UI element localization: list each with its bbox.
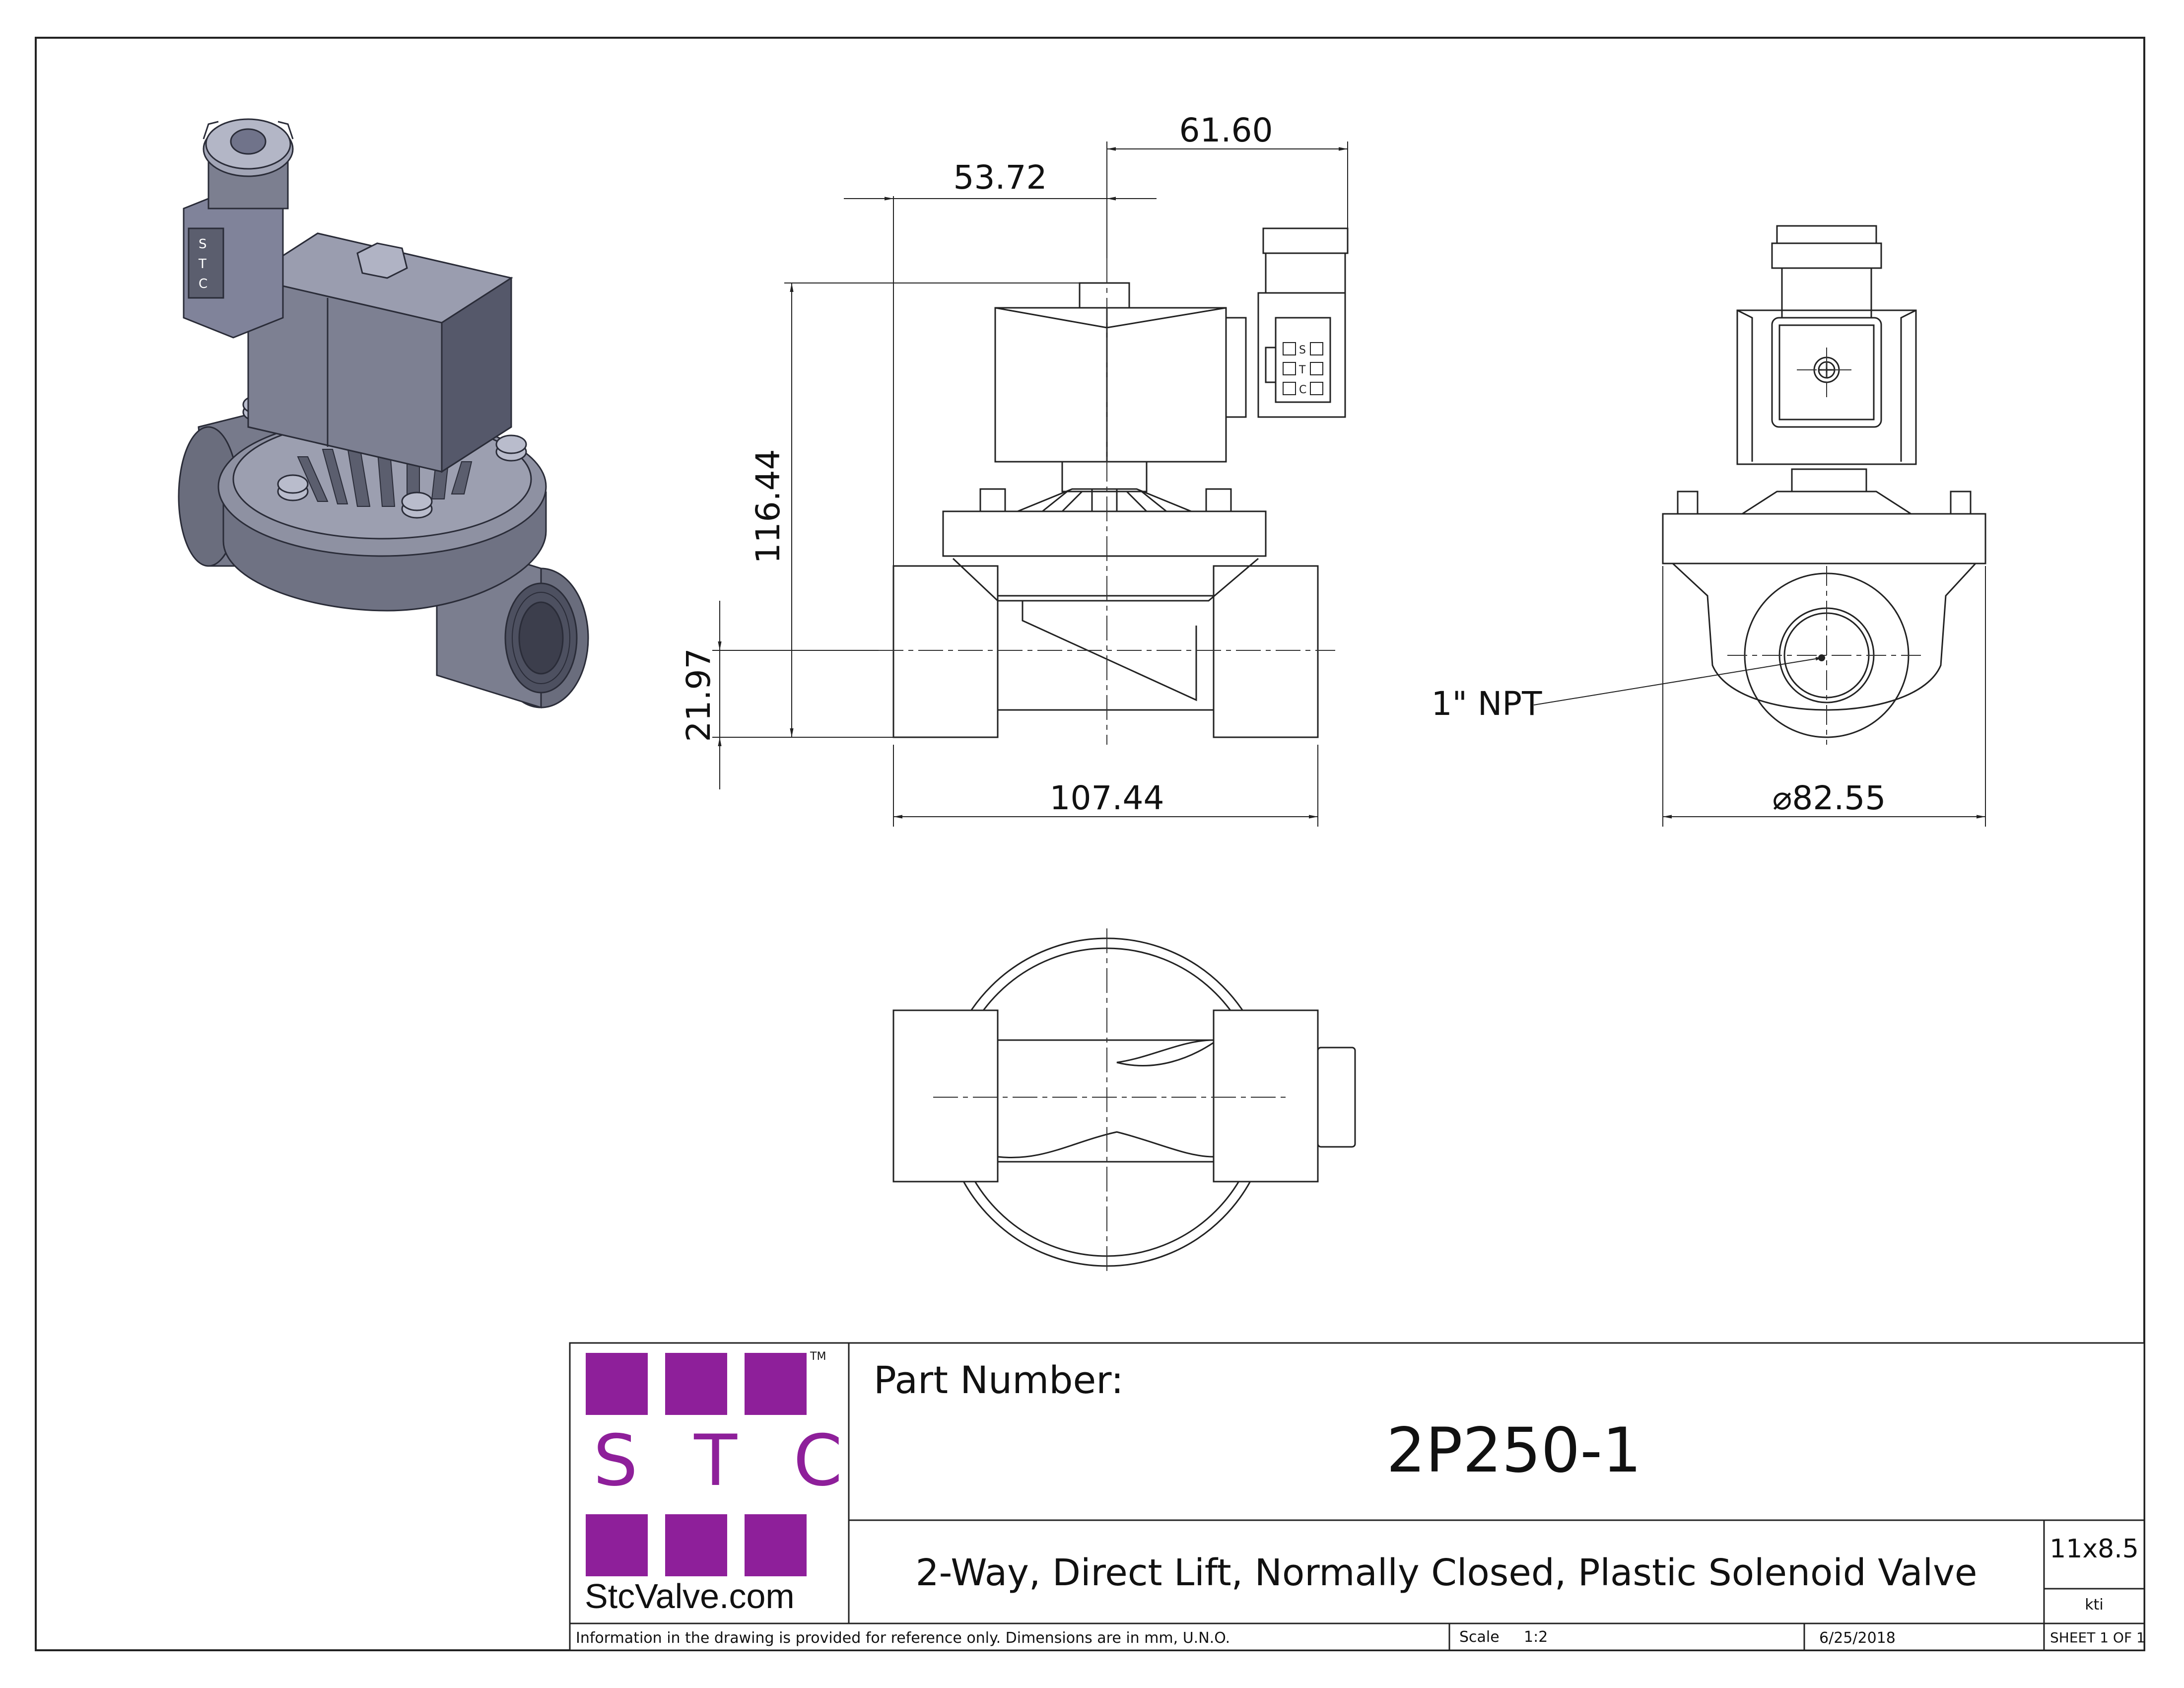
svg-text:C: C: [199, 277, 207, 291]
trademark-mark: TM: [810, 1350, 826, 1363]
scale-value: 1:2: [1524, 1628, 1548, 1646]
dim-61-60: 61.60: [1179, 111, 1273, 149]
stc-logo-letters: S T C: [593, 1420, 860, 1502]
front-dimensions: [712, 141, 1348, 827]
dimension-labels: 61.60 53.72 116.44 21.97 107.44 ⌀82.55 1…: [680, 111, 1886, 817]
sheet-number: SHEET 1 OF 1: [2050, 1629, 2145, 1646]
paper-size: 11x8.5: [2049, 1534, 2139, 1564]
side-centerlines: [1727, 348, 1926, 745]
drawing-date: 6/25/2018: [1819, 1629, 1896, 1647]
svg-text:T: T: [1298, 364, 1306, 376]
part-description: 2-Way, Direct Lift, Normally Closed, Pla…: [915, 1551, 1978, 1594]
front-view: [892, 227, 1349, 738]
coil-marking: S T C: [1298, 344, 1306, 396]
part-number-label: Part Number:: [874, 1358, 1124, 1402]
title-block-frame: [569, 1342, 2145, 1651]
dim-82-55: ⌀82.55: [1773, 779, 1886, 817]
drawn-by: kti: [2085, 1596, 2104, 1614]
front-centerlines: [879, 258, 1335, 745]
stc-logo-squares: [586, 1353, 807, 1576]
reference-note: Information in the drawing is provided f…: [576, 1629, 1230, 1647]
dim-107-44: 107.44: [1050, 779, 1164, 817]
top-centerlines: [933, 928, 1291, 1271]
svg-text:C: C: [1299, 384, 1306, 396]
side-dimensions: [1533, 566, 1986, 827]
side-view: [1662, 225, 1986, 738]
svg-text:T: T: [198, 257, 206, 272]
part-number-value: 2P250-1: [1386, 1415, 1641, 1486]
dim-116-44: 116.44: [749, 449, 787, 564]
dim-21-97: 21.97: [680, 648, 718, 742]
svg-text:S: S: [1299, 344, 1306, 356]
scale-label: Scale: [1459, 1628, 1500, 1646]
top-view: [892, 937, 1356, 1267]
dim-53-72: 53.72: [954, 158, 1047, 197]
website-label: StcValve.com: [585, 1577, 795, 1616]
svg-text:S: S: [199, 237, 207, 252]
callout-npt: 1" NPT: [1432, 685, 1542, 723]
isometric-view: S T C: [178, 118, 589, 709]
